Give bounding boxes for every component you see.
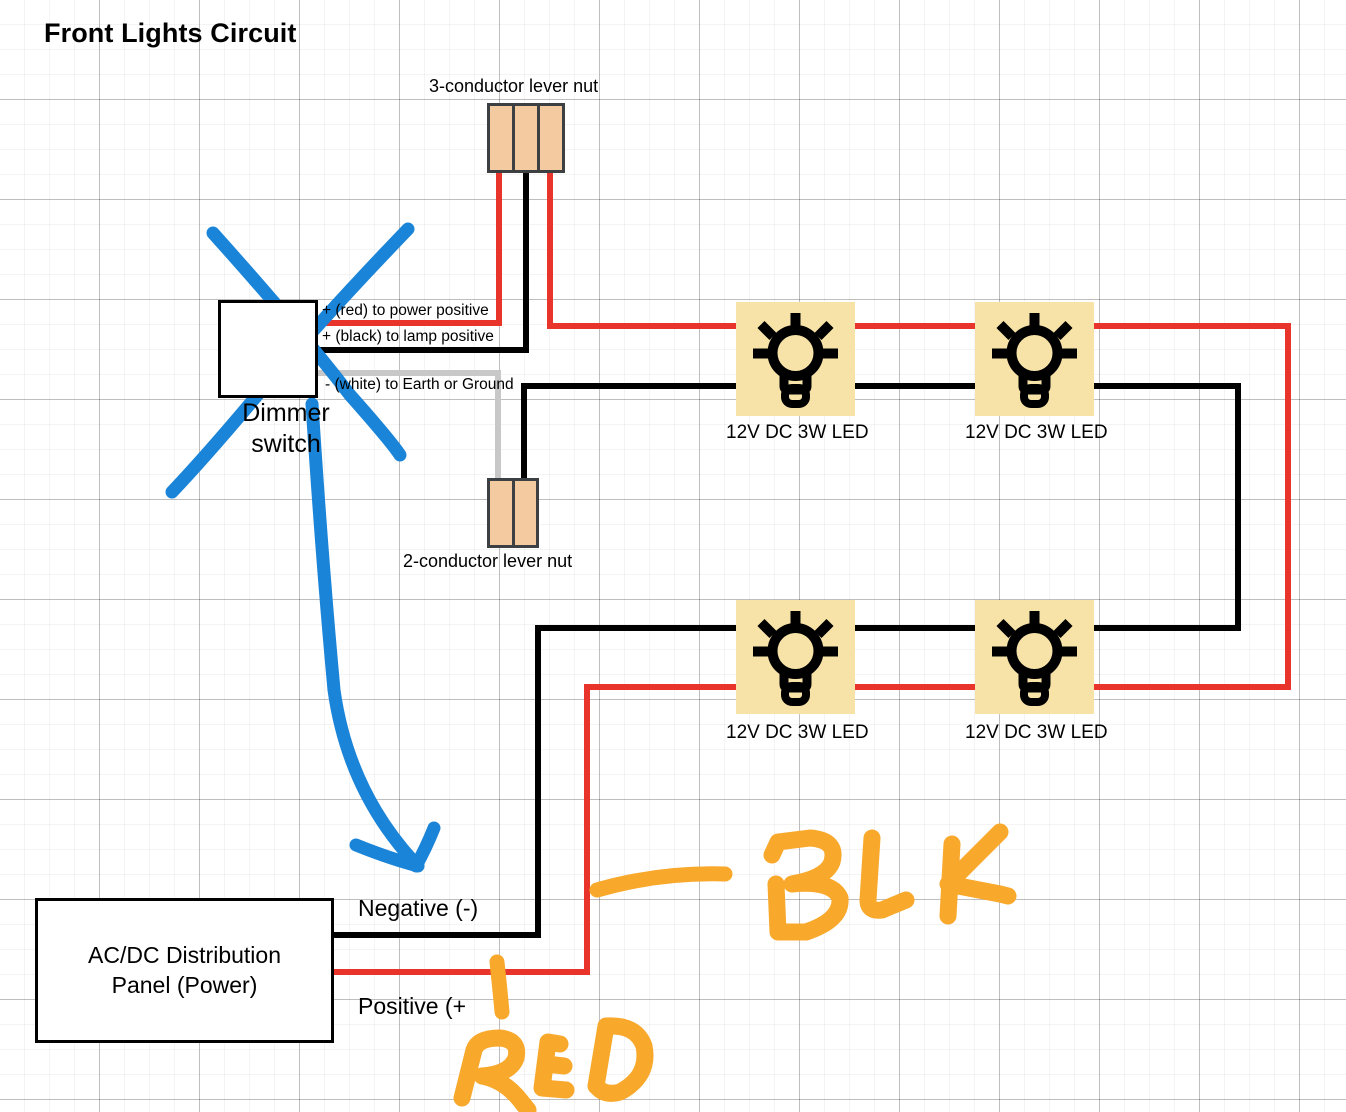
wire-white-ground	[317, 370, 501, 478]
annotation-red-handwriting	[453, 1017, 654, 1112]
page-title: Front Lights Circuit	[44, 18, 297, 48]
dimmer-switch-caption-line1: Dimmer	[242, 399, 330, 427]
wire-black-2cond-to-top-leds	[521, 383, 736, 478]
lever-nut-slot	[490, 106, 515, 170]
wire-label-red-positive: + (red) to power positive	[322, 302, 489, 319]
led-lamp-bottom-right[interactable]	[975, 600, 1094, 714]
annotation-arrow-head-right	[409, 821, 441, 873]
dimmer-switch-caption-line2: switch	[251, 429, 321, 458]
dimmer-switch-caption: Dimmer switch	[216, 398, 356, 459]
led-caption-bottom-left: 12V DC 3W LED	[726, 722, 869, 743]
led-caption-top-left: 12V DC 3W LED	[726, 422, 869, 443]
wire-black-bottom-left-to-panel	[334, 625, 736, 938]
dimmer-switch-box[interactable]	[218, 300, 318, 398]
lever-nut-slot	[540, 106, 562, 170]
lever-nut-3-conductor[interactable]	[487, 103, 565, 173]
power-panel-positive-label: Positive (+	[358, 993, 467, 1019]
light-bulb-icon	[992, 611, 1077, 706]
lever-nut-slot	[490, 481, 515, 545]
annotation-crossout-stroke-1	[206, 226, 407, 462]
annotation-arrow-shaft	[305, 397, 421, 869]
lever-nut-3-label: 3-conductor lever nut	[429, 76, 599, 96]
wire-label-white-ground: - (white) to Earth or Ground	[325, 376, 514, 393]
power-panel-negative-label: Negative (-)	[358, 895, 479, 921]
power-panel-text: AC/DC Distribution Panel (Power)	[88, 941, 281, 1001]
lever-nut-2-conductor[interactable]	[487, 478, 539, 548]
light-bulb-icon	[753, 313, 838, 408]
led-caption-bottom-right: 12V DC 3W LED	[965, 722, 1108, 743]
light-bulb-icon	[753, 611, 838, 706]
light-bulb-icon	[992, 313, 1077, 408]
wire-red-top-right-to-bottom-right	[1094, 323, 1291, 690]
lever-nut-slot	[515, 106, 540, 170]
lever-nut-slot	[515, 481, 537, 545]
led-lamp-top-right[interactable]	[975, 302, 1094, 416]
led-lamp-bottom-left[interactable]	[736, 600, 855, 714]
wire-black-top-right-to-bottom-right	[1094, 383, 1241, 631]
led-lamp-top-left[interactable]	[736, 302, 855, 416]
power-panel-line1: AC/DC Distribution	[88, 941, 281, 968]
annotation-red-pointer-stroke	[489, 954, 510, 1020]
wire-black-nut-down	[317, 172, 529, 353]
power-panel-line2: Panel (Power)	[111, 971, 258, 998]
wire-red-nut-to-dimmer	[317, 172, 502, 326]
wire-red-bottom-left-to-panel	[334, 684, 736, 975]
lever-nut-2-label: 2-conductor lever nut	[403, 551, 573, 571]
led-caption-top-right: 12V DC 3W LED	[965, 422, 1108, 443]
power-panel-box[interactable]: AC/DC Distribution Panel (Power)	[35, 898, 334, 1043]
wire-label-black-lamp: + (black) to lamp positive	[322, 328, 494, 345]
wire-red-nut-to-top-leds	[547, 172, 736, 329]
annotation-blk-handwriting	[763, 823, 1017, 941]
annotation-blk-pointer-dash	[589, 866, 733, 898]
